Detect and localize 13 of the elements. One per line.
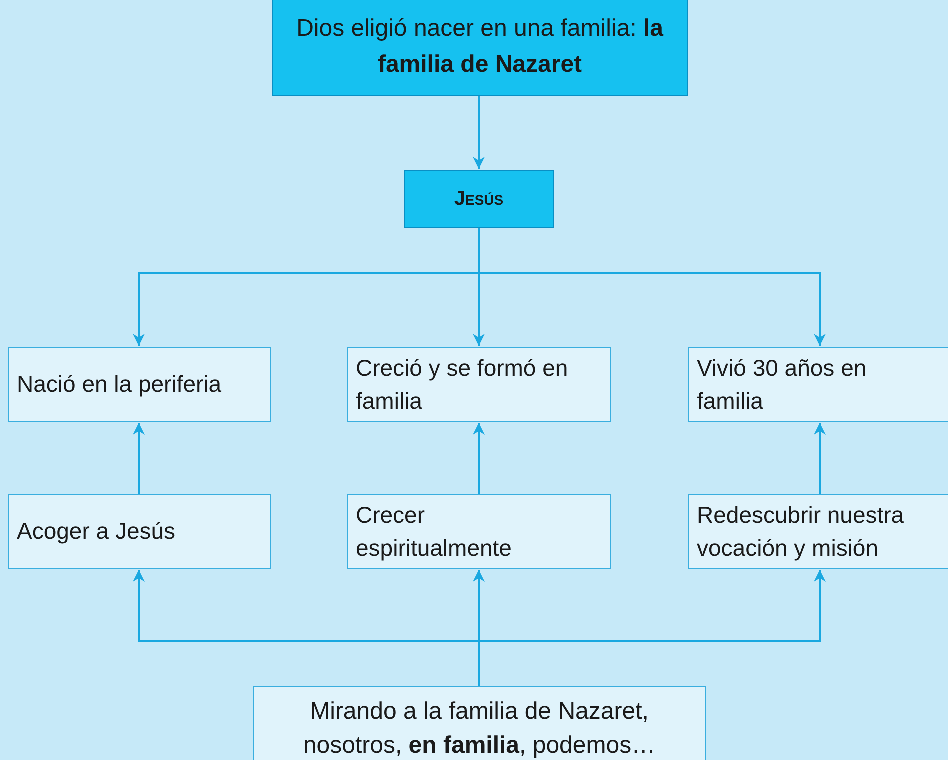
arrow xyxy=(473,96,485,169)
step-box: Acoger a Jesús xyxy=(8,494,271,569)
step-box: Crecer espiritualmente xyxy=(347,494,611,569)
step-box: Creció y se formó en familia xyxy=(347,347,611,422)
step-box: Redescubrir nuestra vocación y misión xyxy=(688,494,948,569)
title-box: Jesús xyxy=(404,170,554,228)
arrow xyxy=(473,423,485,494)
arrow xyxy=(133,423,145,494)
title-box: Mirando a la familia de Nazaret, nosotros, en familia, podemos… xyxy=(253,686,706,760)
step-box: Vivió 30 años en familia xyxy=(688,347,948,422)
arrow xyxy=(814,423,826,494)
title-box: Dios eligió nacer en una familia: la familia de Nazaret xyxy=(272,0,688,96)
step-box: Nació en la periferia xyxy=(8,347,271,422)
